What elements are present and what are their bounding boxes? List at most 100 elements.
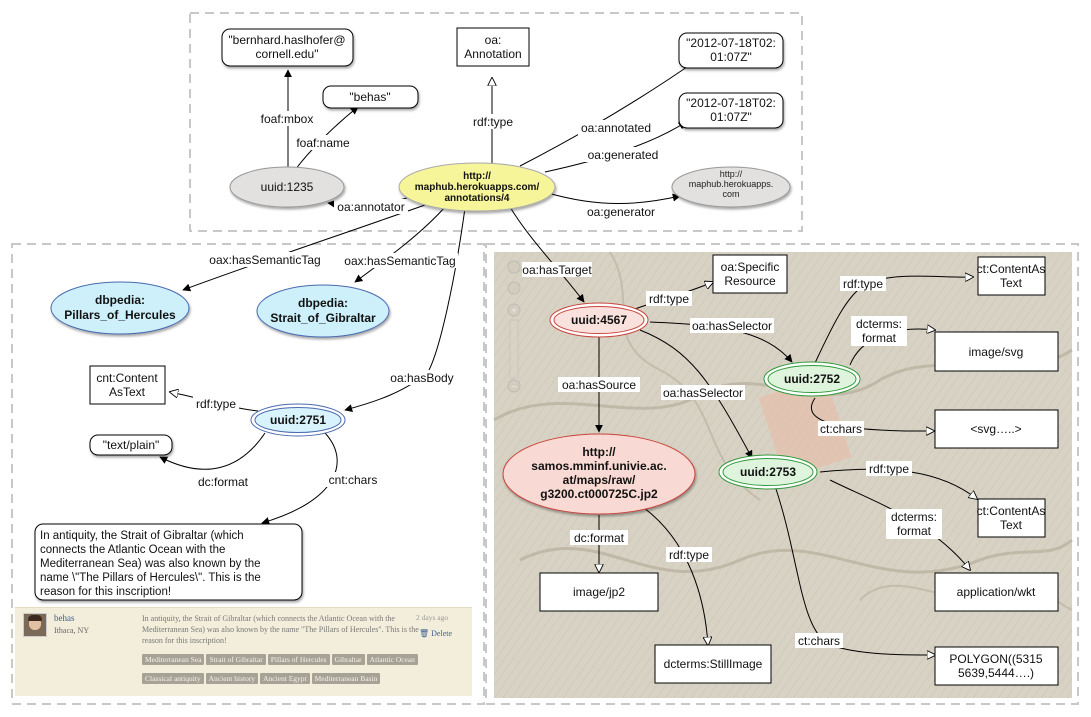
label-rdf-type-2752: rdf:type: [843, 277, 883, 291]
node-text-plain: "text/plain": [89, 434, 173, 456]
label-dcterms-2752-line2: format: [862, 331, 897, 345]
label-cnt-chars: cnt:chars: [329, 473, 378, 487]
label-dc-format-source: dc:format: [574, 531, 625, 545]
trash-icon: 🗑: [419, 629, 430, 638]
label-foaf-name: foaf:name: [296, 136, 350, 150]
pan-up-icon[interactable]: [507, 260, 521, 274]
tag-chip[interactable]: Pillars of Hercules: [267, 654, 330, 665]
node-uuid-2751: uuid:2751: [250, 403, 346, 437]
node-image-jp2: image/jp2: [539, 572, 659, 612]
specific-resource-line2: Resource: [724, 274, 776, 288]
node-uuid-2752: uuid:2752: [763, 361, 861, 397]
zoom-in-icon[interactable]: [507, 303, 521, 317]
tag-chip[interactable]: Atlantic Ocean: [366, 654, 418, 665]
svg-text:http://maphub.herokuapps.com/a: http://maphub.herokuapps.com/annotations…: [415, 171, 540, 204]
source-line1: http://: [582, 445, 616, 459]
tag-chip[interactable]: Mediterranean Basin: [311, 673, 381, 684]
label-rdf-type-top: rdf:type: [473, 115, 513, 129]
strait-line2: Strait_of_Gibraltar: [270, 311, 376, 325]
polygon-line1: POLYGON((5315: [949, 652, 1042, 666]
generated-line1: "2012-07-18T02:: [686, 96, 776, 110]
label-rdf-type-body: rdf:type: [196, 397, 236, 411]
tag-chip[interactable]: Ancient history: [205, 673, 259, 684]
pillars-line2: Pillars_of_Hercules: [64, 308, 176, 322]
node-annotated-literal: "2012-07-18T02:01:07Z": [678, 32, 784, 69]
mbox-line1: "bernhard.haslhofer@: [228, 33, 345, 47]
source-line2: samos.mminf.univie.ac.: [531, 459, 666, 473]
tag-chip[interactable]: Strait of Gibraltar: [206, 654, 266, 665]
edge-has-target: [509, 206, 585, 303]
label-dcterms-format-2752: dcterms:format: [856, 317, 902, 345]
edge-labels: foaf:mbox foaf:name rdf:type oa:annotate…: [193, 111, 942, 648]
label-dcterms-2752-line1: dcterms:: [856, 317, 902, 331]
label-dcterms-format-2753: dcterms:format: [891, 510, 937, 538]
annotation-uri-line2: maphub.herokuapps.com/: [415, 182, 540, 193]
annotated-line2: 01:07Z": [710, 50, 752, 64]
annotation-widget: behas Ithaca, NY In antiquity, the Strai…: [15, 607, 472, 696]
label-semantic-tag-1: oax:hasSemanticTag: [209, 253, 320, 267]
widget-text: In antiquity, the Strait of Gibraltar (w…: [142, 614, 419, 645]
label-dc-format: dc:format: [198, 475, 249, 489]
cat1-line2: Text: [1000, 276, 1023, 290]
svg-text:uuid:2751: uuid:2751: [270, 413, 326, 427]
label-dcterms-2753-line2: format: [897, 524, 932, 538]
tag-chip[interactable]: Gibraltar: [331, 654, 365, 665]
node-still-image: dcterms:StillImage: [654, 644, 772, 684]
svg-text:dbpedia:Strait_of_Gibraltar: dbpedia:Strait_of_Gibraltar: [270, 296, 376, 325]
source-line3: at/maps/raw/: [563, 473, 636, 487]
svg-text:dcterms:StillImage: dcterms:StillImage: [664, 657, 763, 671]
body-text-line1: In antiquity, the Strait of Gibraltar (w…: [40, 530, 244, 542]
zoom-slider[interactable]: [509, 319, 519, 379]
label-semantic-tag-2: oax:hasSemanticTag: [344, 254, 455, 268]
nodes-top: "bernhard.haslhofer@cornell.edu" oa:Anno…: [221, 27, 791, 212]
edge-has-selector-2: [639, 329, 753, 459]
pan-down-icon[interactable]: [507, 281, 521, 295]
cat2-line2: Text: [1000, 518, 1023, 532]
zoom-out-icon[interactable]: [507, 379, 521, 393]
svg-text:In antiquity, the Strait of Gi: In antiquity, the Strait of Gibraltar (w…: [40, 530, 264, 598]
widget-user[interactable]: behas: [54, 613, 75, 623]
body-text-line3: Mediterranean Sea) was also known by the: [40, 558, 261, 570]
label-oa-annotated: oa:annotated: [581, 121, 651, 135]
label-oa-generated: oa:generated: [588, 148, 659, 162]
map-zoom-control[interactable]: + −: [503, 258, 525, 398]
svg-text:http://maphub.herokuapps.com: http://maphub.herokuapps.com: [689, 169, 774, 199]
svg-text:uuid:2752: uuid:2752: [784, 372, 840, 386]
tag-chip[interactable]: Ancient Egypt: [260, 673, 310, 684]
delete-label: Delete: [431, 629, 453, 638]
svg-text:uuid:2753: uuid:2753: [740, 465, 796, 479]
generated-line2: 01:07Z": [710, 110, 752, 124]
node-dbpedia-strait: dbpedia:Strait_of_Gibraltar: [256, 284, 390, 338]
delete-button[interactable]: 🗑 Delete: [419, 629, 452, 638]
node-source-uri: http://samos.mminf.univie.ac.at/maps/raw…: [502, 433, 696, 515]
generator-uri-line3: com: [722, 189, 739, 199]
label-rdf-type-target: rdf:type: [649, 292, 689, 306]
tag-chip[interactable]: Classical antiquity: [142, 673, 204, 684]
tag-chip[interactable]: Mediterranean Sea: [142, 654, 205, 665]
node-uuid-1235: uuid:1235: [229, 166, 345, 208]
generator-uri-line1: http://: [720, 169, 743, 179]
cat1-line1: ct:ContentAs: [977, 262, 1046, 276]
svg-text:uuid:1235: uuid:1235: [261, 180, 314, 194]
svg-text:"text/plain": "text/plain": [103, 438, 160, 452]
node-svg-literal: <svg…..>: [934, 409, 1059, 449]
svg-text:image/svg: image/svg: [969, 345, 1024, 359]
node-body-text: In antiquity, the Strait of Gibraltar (w…: [34, 523, 303, 601]
widget-time: 2 days ago: [416, 613, 449, 622]
node-image-svg: image/svg: [934, 331, 1059, 372]
node-uuid-2753: uuid:2753: [718, 454, 818, 490]
svg-text:"bernhard.haslhofer@cornell.ed: "bernhard.haslhofer@cornell.edu": [228, 33, 345, 61]
source-line4: g3200.ct000725C.jp2: [540, 487, 658, 501]
polygon-line2: 5639,5444….): [958, 666, 1034, 680]
svg-text:"2012-07-18T02:01:07Z": "2012-07-18T02:01:07Z": [686, 96, 776, 124]
widget-location: Ithaca, NY: [54, 626, 90, 635]
svg-text:"behas": "behas": [349, 90, 390, 104]
